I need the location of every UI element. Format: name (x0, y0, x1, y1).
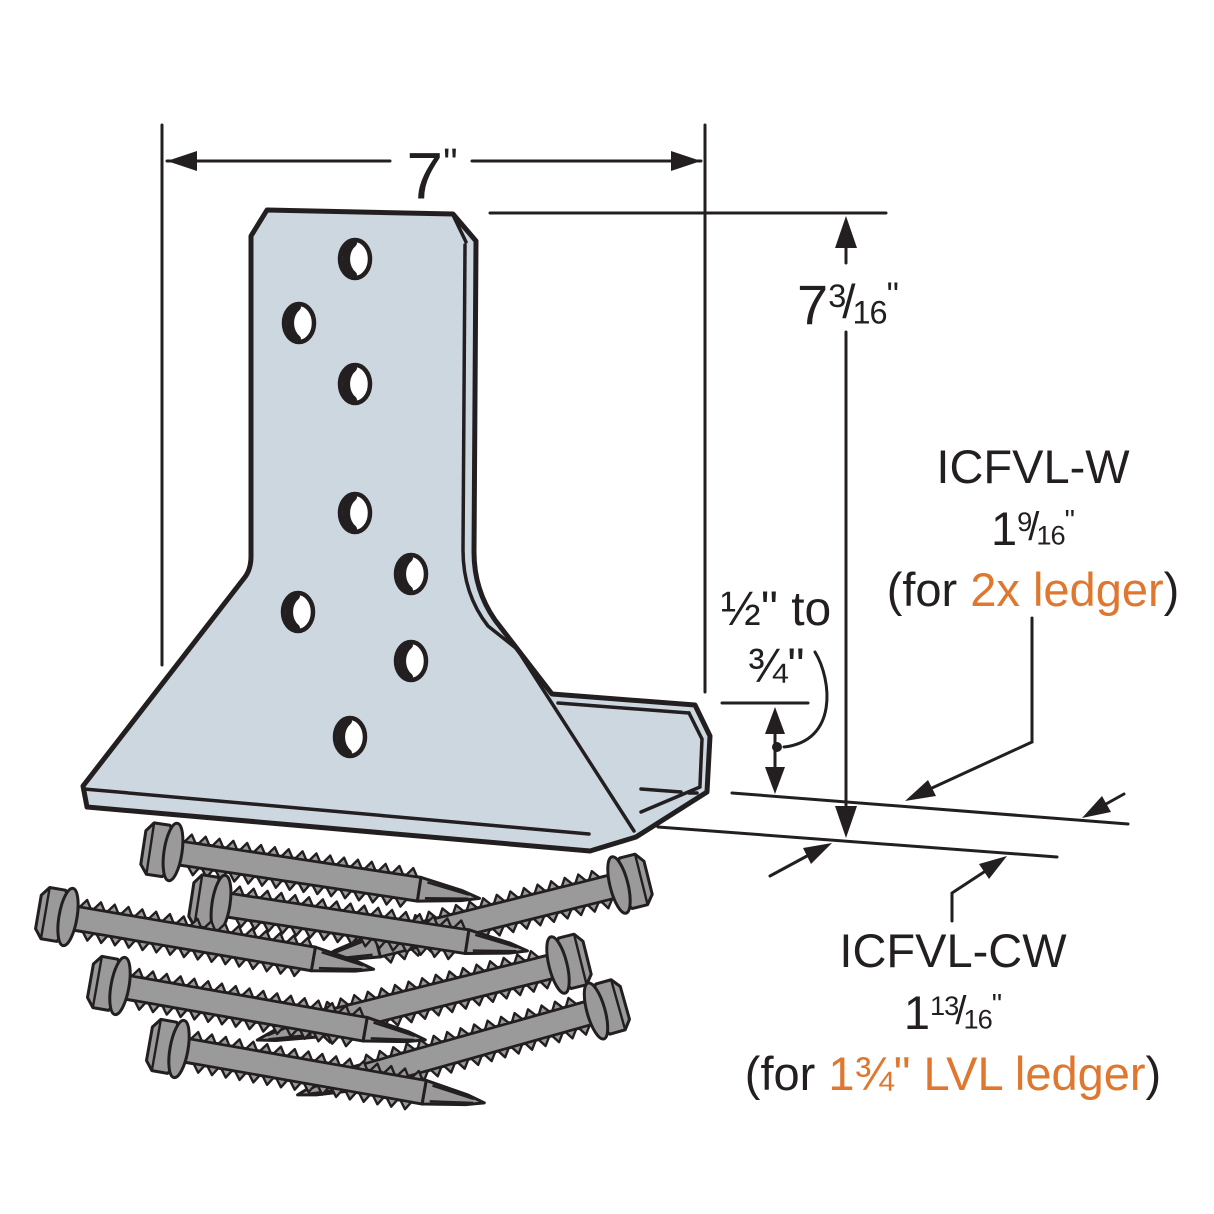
icfvl-w-application: (for 2x ledger) (886, 562, 1180, 616)
gap-line-1: ½" to (720, 583, 832, 636)
icfvl-cw-model: ICFVL-CW (839, 924, 1067, 977)
gap-dimension (720, 650, 829, 794)
icfvl-w-callout: ICFVL-W 19/16" (for 2x ledger) (887, 440, 1180, 617)
icfvl-w-model: ICFVL-W (936, 440, 1130, 493)
icfvl-w-leader-line (905, 616, 1034, 801)
icfvl-cw-size: 113/16" (903, 986, 1003, 1040)
width-dimension-label: 7" (406, 138, 458, 213)
gap-dimension-label: ½" to ¾" (721, 581, 831, 695)
width-dimension (160, 123, 707, 694)
icfvl-cw-leader-line (950, 856, 1007, 923)
screws-graphic (32, 817, 657, 1133)
icfvl-w-highlight: 2x ledger (970, 562, 1164, 616)
height-dimension-label: 73/16" (797, 273, 899, 337)
bracket-graphic (80, 207, 713, 854)
height-dimension (488, 211, 888, 838)
bracket-holes (280, 237, 429, 759)
icfvl-w-size: 19/16" (990, 502, 1076, 556)
icfvl-cw-highlight: 1¾" LVL ledger (828, 1046, 1146, 1100)
ledger-lines (656, 791, 1130, 878)
gap-line-2: ¾" (747, 640, 805, 693)
icfvl-cw-callout: ICFVL-CW 113/16" (for 1¾" LVL ledger) (745, 924, 1161, 1101)
icfvl-cw-application: (for 1¾" LVL ledger) (744, 1046, 1162, 1100)
